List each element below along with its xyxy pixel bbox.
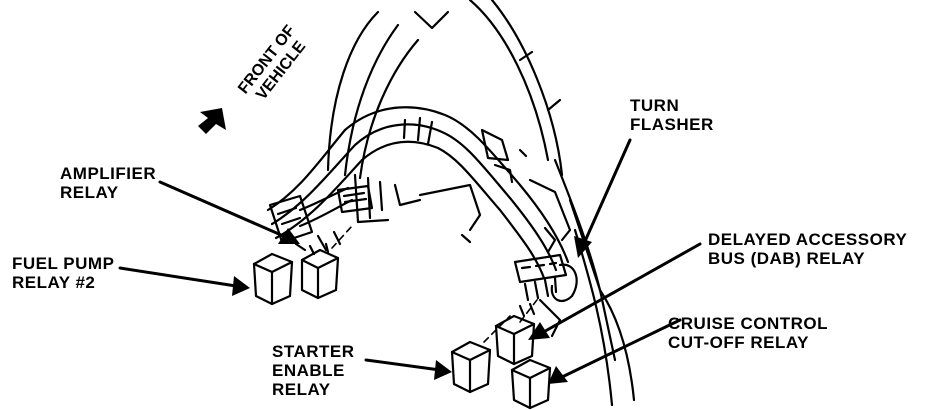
starter-arrowhead bbox=[434, 360, 452, 380]
fuel-pump-relay-body bbox=[252, 252, 294, 306]
fuel-pump-relay-line-1: FUEL PUMP bbox=[12, 254, 115, 273]
fuel-pump-relay-label: FUEL PUMP RELAY #2 bbox=[12, 254, 114, 292]
starter-enable-line-1: STARTER bbox=[272, 342, 355, 361]
dab-relay-line-2: BUS (DAB) RELAY bbox=[708, 249, 866, 268]
fuel-pump-arrowhead bbox=[232, 276, 250, 296]
turn-flasher-line-2: FLASHER bbox=[630, 115, 714, 134]
front-of-vehicle-arrow bbox=[198, 108, 226, 134]
turn-flasher-line-1: TURN bbox=[630, 96, 680, 115]
wiring-harness bbox=[266, 106, 570, 280]
starter-enable-line-2: ENABLE bbox=[272, 361, 345, 380]
cruise-cutoff-relay-label: CRUISE CONTROL CUT-OFF RELAY bbox=[668, 314, 828, 352]
starter-enable-relay-label: STARTER ENABLE RELAY bbox=[272, 342, 355, 399]
dab-arrowhead bbox=[528, 322, 550, 340]
turn-flasher-label: TURN FLASHER bbox=[630, 96, 714, 134]
cruise-arrowhead bbox=[548, 366, 568, 384]
amplifier-relay-line-1: AMPLIFIER bbox=[60, 164, 157, 183]
amplifier-arrowhead bbox=[278, 228, 300, 244]
cruise-cutoff-line-2: CUT-OFF RELAY bbox=[668, 333, 809, 352]
cruise-leader bbox=[558, 318, 682, 380]
dab-relay-body bbox=[494, 302, 536, 366]
turn-flasher-leader bbox=[580, 138, 632, 250]
starter-enable-relay-body bbox=[450, 340, 492, 394]
dab-relay-label: DELAYED ACCESSORY BUS (DAB) RELAY bbox=[708, 230, 907, 268]
amplifier-leader bbox=[158, 180, 290, 240]
dab-leader bbox=[538, 242, 702, 336]
cruise-cutoff-relay-body bbox=[510, 358, 552, 410]
amplifier-relay-label: AMPLIFIER RELAY bbox=[60, 164, 156, 202]
dab-relay-line-1: DELAYED ACCESSORY bbox=[708, 230, 908, 249]
starter-leader bbox=[364, 358, 442, 372]
turn-flasher-arrowhead bbox=[574, 236, 592, 258]
fender-outline bbox=[326, 0, 636, 407]
starter-enable-line-3: RELAY bbox=[272, 380, 331, 399]
left-connector-block bbox=[268, 184, 374, 252]
cruise-cutoff-line-1: CRUISE CONTROL bbox=[668, 314, 828, 333]
amplifier-relay-line-2: RELAY bbox=[60, 183, 119, 202]
mounting-bracket bbox=[353, 128, 572, 254]
fuel-pump-relay-line-2: RELAY #2 bbox=[12, 273, 96, 292]
relay-block bbox=[513, 253, 578, 338]
fuel-pump-leader bbox=[118, 266, 238, 288]
amplifier-relay-body bbox=[300, 242, 340, 300]
install-guides bbox=[331, 225, 541, 343]
